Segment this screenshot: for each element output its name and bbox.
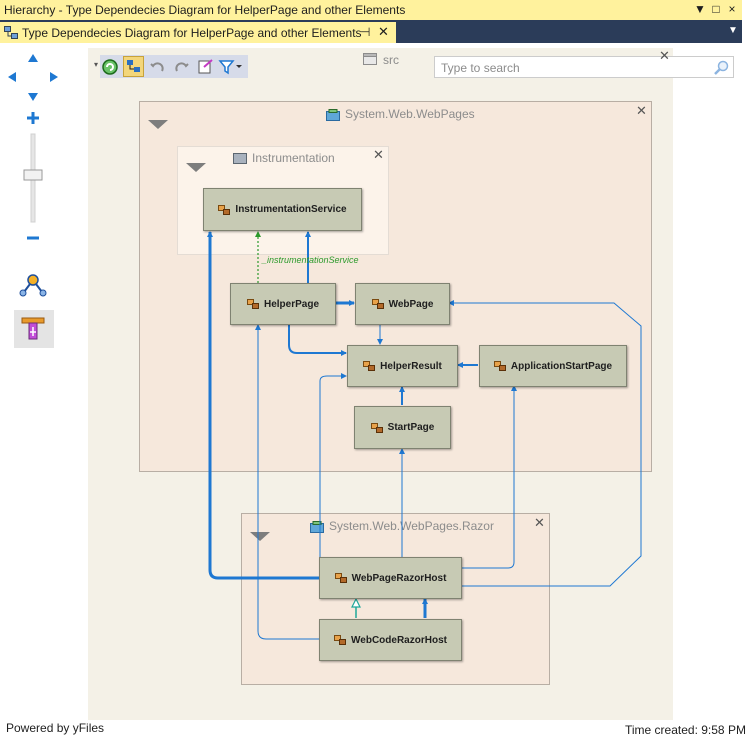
- namespace-icon: [233, 153, 247, 164]
- hierarchy-layout-icon[interactable]: [14, 310, 54, 348]
- node-webpagerazorhost[interactable]: WebPageRazorHost: [319, 557, 462, 599]
- powered-by-label: Powered by yFiles: [6, 721, 105, 735]
- class-icon: [493, 361, 506, 371]
- node-webpage[interactable]: WebPage: [355, 283, 450, 325]
- redo-icon[interactable]: [172, 57, 191, 76]
- edge-webcoderazorhost-helperpage[interactable]: [255, 324, 320, 640]
- zoom-in-icon[interactable]: [27, 112, 39, 124]
- close-tab-icon[interactable]: ✕: [378, 24, 389, 39]
- node-label: WebPage: [388, 298, 434, 310]
- group-title: System.Web.WebPages.Razor: [329, 519, 494, 533]
- tab-diagram[interactable]: Type Dependecies Diagram for HelperPage …: [0, 22, 396, 43]
- src-label: src: [383, 53, 399, 67]
- pan-right-icon[interactable]: [50, 72, 58, 82]
- class-icon: [218, 204, 231, 215]
- layout-icon[interactable]: [19, 274, 47, 297]
- collapse-group-icon[interactable]: [148, 120, 168, 129]
- filter-icon[interactable]: [218, 57, 244, 76]
- edge-webpagerazorhost-helperresult[interactable]: [319, 373, 347, 557]
- maximize-button[interactable]: □: [712, 2, 720, 16]
- search-box[interactable]: Type to search: [434, 56, 734, 78]
- node-label: WebPageRazorHost: [351, 572, 447, 584]
- window-menu-button[interactable]: ▼: [694, 2, 706, 16]
- edge-helperpage-helperresult[interactable]: [288, 324, 347, 356]
- group-title: System.Web.WebPages: [345, 107, 475, 121]
- class-icon: [370, 422, 383, 433]
- edge-webpagerazorhost-applicationstartpage[interactable]: [462, 385, 517, 569]
- close-group-icon[interactable]: ✕: [636, 103, 647, 118]
- node-label: WebCodeRazorHost: [351, 634, 447, 646]
- node-label: HelperPage: [263, 298, 320, 310]
- pan-left-icon[interactable]: [8, 72, 16, 82]
- close-group-icon[interactable]: ✕: [373, 147, 384, 162]
- pin-tab-icon[interactable]: ⊣: [360, 25, 371, 39]
- toolbar-overflow-icon[interactable]: ▾: [94, 60, 99, 69]
- window-title: Hierarchy - Type Dependecies Diagram for…: [4, 3, 406, 17]
- diagram-toolbar: [100, 55, 248, 78]
- class-icon: [371, 299, 384, 309]
- pan-down-icon[interactable]: [28, 93, 38, 101]
- clear-search-icon[interactable]: ✕: [659, 48, 670, 63]
- namespace-icon: [310, 521, 324, 533]
- node-helperpage[interactable]: HelperPage: [230, 283, 336, 325]
- node-helperresult[interactable]: HelperResult: [347, 345, 458, 387]
- namespace-icon: [326, 109, 340, 121]
- navigation-panel: [8, 54, 58, 348]
- export-icon[interactable]: [196, 57, 215, 76]
- node-label: ApplicationStartPage: [510, 360, 613, 372]
- collapse-group-icon[interactable]: [186, 163, 206, 172]
- class-icon: [246, 299, 259, 309]
- node-label: InstrumentationService: [235, 204, 347, 215]
- time-created-label: Time created: 9:58 PM: [625, 723, 746, 737]
- toggle-grouping-icon[interactable]: [123, 56, 144, 77]
- tab-label: Type Dependecies Diagram for HelperPage …: [22, 26, 362, 40]
- undo-icon[interactable]: [148, 57, 167, 76]
- class-icon: [334, 635, 347, 645]
- node-label: StartPage: [387, 422, 435, 433]
- search-icon[interactable]: [713, 60, 729, 76]
- edge-webpagerazorhost-webpage[interactable]: [448, 300, 642, 587]
- refresh-icon[interactable]: [100, 57, 119, 76]
- class-icon: [334, 573, 347, 583]
- class-icon: [363, 361, 376, 371]
- edge-label-instrumentation: _instrumentationService: [262, 255, 359, 265]
- close-group-icon[interactable]: ✕: [534, 515, 545, 530]
- close-window-button[interactable]: ×: [728, 2, 736, 16]
- pan-up-icon[interactable]: [28, 54, 38, 62]
- group-title: Instrumentation: [252, 151, 335, 165]
- node-applicationstartpage[interactable]: ApplicationStartPage: [479, 345, 627, 387]
- edge-webpagerazorhost-instrumentationservice[interactable]: [207, 231, 319, 580]
- document-tab-strip: Type Dependecies Diagram for HelperPage …: [0, 20, 742, 43]
- node-instrumentationservice[interactable]: InstrumentationService: [203, 188, 362, 231]
- collapse-group-icon[interactable]: [250, 532, 270, 541]
- window-title-bar: Hierarchy - Type Dependecies Diagram for…: [0, 0, 742, 21]
- diagram-icon: [4, 26, 18, 39]
- zoom-slider-thumb[interactable]: [23, 169, 43, 181]
- folder-icon: [363, 53, 377, 65]
- search-placeholder: Type to search: [441, 61, 520, 75]
- node-label: HelperResult: [380, 360, 442, 372]
- node-startpage[interactable]: StartPage: [354, 406, 451, 449]
- node-webcoderazorhost[interactable]: WebCodeRazorHost: [319, 619, 462, 661]
- tab-list-icon[interactable]: ▼: [728, 25, 738, 36]
